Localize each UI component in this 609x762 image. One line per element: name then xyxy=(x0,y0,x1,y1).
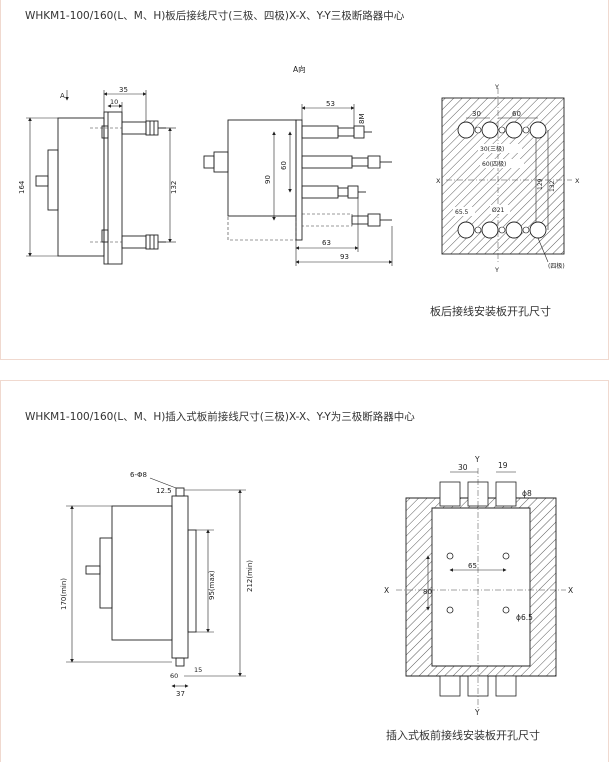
section2-caption: 插入式板前接线安装板开孔尺寸 xyxy=(386,729,540,742)
dim-212min: 212(min) xyxy=(246,560,254,592)
plug-in-panel: WHKM1-100/160(L、M、H)插入式板前接线尺寸(三极)X-X、Y-Y… xyxy=(0,380,609,762)
dim-90: 90 xyxy=(264,175,272,184)
rear-cutout-plan: Y Y X X 30 60 30(三极) 60(四极) 129 132 65.5… xyxy=(436,83,580,274)
dim-10: 10 xyxy=(110,98,118,106)
rear-side-view: 164 132 35 10 A xyxy=(18,86,178,265)
dim-132: 132 xyxy=(170,181,178,194)
hole-r55: 65.5 xyxy=(455,209,469,216)
section1-caption: 板后接线安装板开孔尺寸 xyxy=(430,305,551,318)
plug-cutout-plan: Y Y X X 30 19 ϕ8 65 80 ϕ6.5 xyxy=(384,455,573,717)
y-axis-bottom-2: Y xyxy=(474,708,480,717)
dim-93: 93 xyxy=(340,253,349,261)
hole-30: 30 xyxy=(472,110,481,118)
dim-19: 19 xyxy=(498,461,508,470)
dim-80: 80 xyxy=(423,588,432,596)
dim-53: 53 xyxy=(326,100,335,108)
section2-title: WHKM1-100/160(L、M、H)插入式板前接线尺寸(三极)X-X、Y-Y… xyxy=(25,411,415,423)
dim-35: 35 xyxy=(119,86,128,94)
dim-8m: 8M xyxy=(358,114,366,125)
x-axis-right: X xyxy=(575,177,580,185)
view-a-title: A向 xyxy=(293,64,306,74)
plug-side-view: 6-Φ8 12.5 170(min) 95(max) 212(min) 15 6… xyxy=(60,471,254,698)
hole-4p-note: (四极) xyxy=(548,262,565,270)
rear-a-view: A向 xyxy=(203,64,393,266)
phi6-5: ϕ6.5 xyxy=(516,613,533,622)
dim-95max: 95(max) xyxy=(208,570,216,600)
x-axis-left-2: X xyxy=(384,586,389,595)
hole-30-3p: 30(三极) xyxy=(480,145,504,153)
y-axis-top-2: Y xyxy=(474,455,480,464)
dim-63: 63 xyxy=(322,239,331,247)
dim-65: 65 xyxy=(468,562,477,570)
dim-30: 30 xyxy=(458,463,468,472)
hole-60: 60 xyxy=(512,110,521,118)
hole-132: 132 xyxy=(549,180,556,192)
x-axis-left: X xyxy=(436,177,441,185)
dim-60: 60 xyxy=(280,161,288,170)
phi8: ϕ8 xyxy=(522,489,532,498)
dim-15: 15 xyxy=(194,666,202,674)
dim-164: 164 xyxy=(18,180,26,194)
hole-60-4p: 60(四极) xyxy=(482,160,506,168)
hole-129: 129 xyxy=(537,178,544,190)
y-axis-bottom: Y xyxy=(494,266,499,274)
dim-6phi8: 6-Φ8 xyxy=(130,471,147,479)
dim-170min: 170(min) xyxy=(60,578,68,610)
dim-12-5: 12.5 xyxy=(156,487,172,495)
hole-phi21: Ø21 xyxy=(492,207,505,214)
view-a-mark: A xyxy=(60,92,65,100)
dim-37: 37 xyxy=(176,690,185,698)
x-axis-right-2: X xyxy=(568,586,573,595)
y-axis-top: Y xyxy=(494,83,499,91)
dim-60-small: 60 xyxy=(170,672,178,680)
section1-title: WHKM1-100/160(L、M、H)板后接线尺寸(三极、四极)X-X、Y-Y… xyxy=(25,10,405,22)
